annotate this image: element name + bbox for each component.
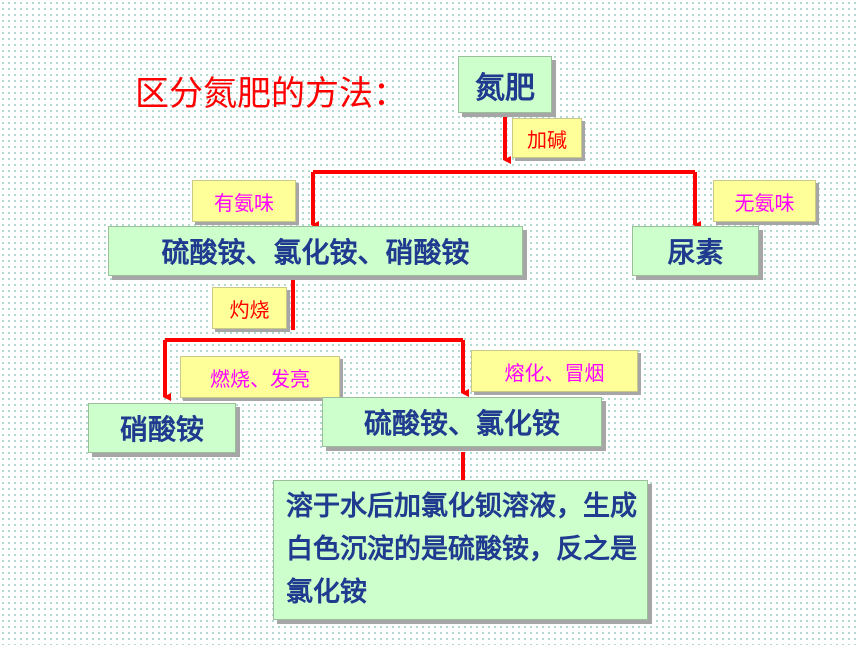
diagram-title: 区分氮肥的方法： (135, 74, 407, 114)
label-has-ammonia-smell: 有氨味 (192, 180, 296, 222)
label-no-ammonia-smell: 无氨味 (713, 180, 816, 222)
label-melts-smokes: 熔化、冒烟 (471, 350, 638, 392)
label-burns-bright: 燃烧、发亮 (180, 356, 340, 398)
node-nitrogen-fertilizer: 氮肥 (458, 56, 552, 113)
node-ammonium-group: 硫酸铵、氯化铵、硝酸铵 (108, 226, 523, 276)
label-add-alkali: 加碱 (512, 118, 582, 158)
node-urea: 尿素 (632, 226, 759, 276)
label-burn: 灼烧 (212, 287, 287, 329)
node-conclusion: 溶于水后加氯化钡溶液，生成白色沉淀的是硫酸铵，反之是氯化铵 (273, 480, 648, 620)
node-sulfate-chloride: 硫酸铵、氯化铵 (322, 397, 602, 447)
node-ammonium-nitrate: 硝酸铵 (88, 403, 236, 453)
